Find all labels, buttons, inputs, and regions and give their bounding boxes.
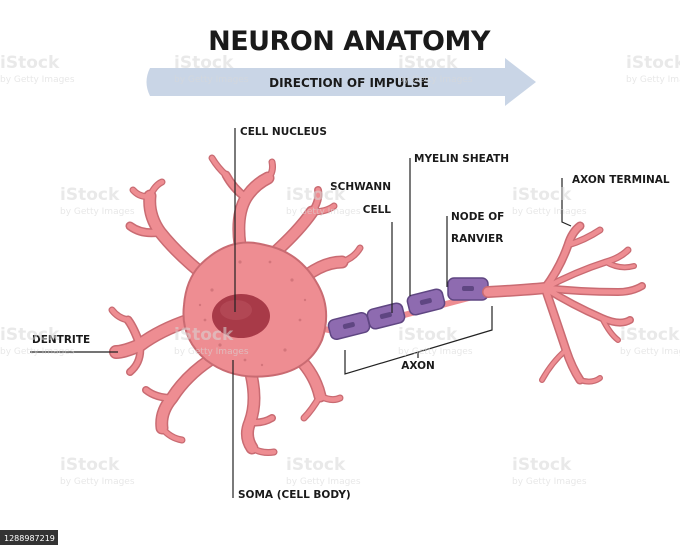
schwann-cell-1 xyxy=(327,311,371,341)
label-node-of-ranvier-line1: NODE OF xyxy=(451,211,504,223)
svg-text:iStock: iStock xyxy=(286,455,346,475)
watermark: iStock by Getty Images xyxy=(60,455,135,487)
svg-text:iStock: iStock xyxy=(620,325,680,345)
diagram-title: NEURON ANATOMY xyxy=(208,26,491,57)
watermark: iStock by Getty Images xyxy=(620,325,680,357)
label-axon-terminal: AXON TERMINAL xyxy=(572,174,670,186)
neuron-illustration xyxy=(108,154,646,456)
svg-text:iStock: iStock xyxy=(0,53,60,73)
svg-text:by Getty Images: by Getty Images xyxy=(512,477,587,487)
svg-text:iStock: iStock xyxy=(626,53,680,73)
svg-text:iStock: iStock xyxy=(512,185,572,205)
schwann-cell-4 xyxy=(447,277,489,301)
svg-text:iStock: iStock xyxy=(512,455,572,475)
svg-text:by Getty Images: by Getty Images xyxy=(398,347,473,357)
svg-text:iStock: iStock xyxy=(0,325,60,345)
label-schwann-cell-line2: CELL xyxy=(363,204,392,216)
footer-id-background xyxy=(0,530,58,545)
watermark: iStock by Getty Images xyxy=(0,325,75,357)
svg-text:by Getty Images: by Getty Images xyxy=(0,75,75,85)
label-axon: AXON xyxy=(401,360,435,372)
watermark: iStock by Getty Images xyxy=(174,53,249,85)
svg-text:by Getty Images: by Getty Images xyxy=(620,347,680,357)
impulse-arrow-label: DIRECTION OF IMPULSE xyxy=(269,76,429,90)
nucleus-highlight xyxy=(220,300,252,320)
diagram-labels: CELL NUCLEUS SCHWANN CELL MYELIN SHEATH … xyxy=(32,126,670,501)
watermark: iStock by Getty Images xyxy=(286,185,361,217)
label-node-of-ranvier-line2: RANVIER xyxy=(451,233,503,245)
axon-terminal-branches xyxy=(482,221,646,385)
leader-lines xyxy=(30,128,572,498)
svg-text:by Getty Images: by Getty Images xyxy=(286,207,361,217)
label-schwann-cell-line1: SCHWANN xyxy=(330,181,391,193)
watermark: iStock by Getty Images xyxy=(174,325,249,357)
watermark: iStock by Getty Images xyxy=(60,185,135,217)
label-dentrite: DENTRITE xyxy=(32,334,90,346)
svg-text:by Getty Images: by Getty Images xyxy=(174,75,249,85)
svg-text:by Getty Images: by Getty Images xyxy=(60,477,135,487)
svg-text:iStock: iStock xyxy=(286,185,346,205)
label-cell-nucleus: CELL NUCLEUS xyxy=(240,126,327,138)
label-myelin-sheath: MYELIN SHEATH xyxy=(414,153,509,165)
impulse-arrow-shape xyxy=(146,58,536,106)
svg-text:by Getty Images: by Getty Images xyxy=(398,75,473,85)
svg-text:by Getty Images: by Getty Images xyxy=(626,75,680,85)
svg-text:iStock: iStock xyxy=(398,325,458,345)
svg-text:iStock: iStock xyxy=(398,53,458,73)
watermark: iStock by Getty Images xyxy=(512,185,587,217)
myelin-sheath-segments xyxy=(327,277,489,341)
svg-text:iStock: iStock xyxy=(60,455,120,475)
svg-text:by Getty Images: by Getty Images xyxy=(512,207,587,217)
svg-text:by Getty Images: by Getty Images xyxy=(174,347,249,357)
watermark: iStock by Getty Images xyxy=(286,455,361,487)
schwann-cell-3 xyxy=(406,288,446,316)
svg-text:iStock: iStock xyxy=(174,325,234,345)
watermark: iStock by Getty Images xyxy=(398,53,473,85)
watermark: iStock by Getty Images xyxy=(398,325,473,357)
watermark: iStock by Getty Images xyxy=(512,455,587,487)
soma-speckles xyxy=(198,260,307,367)
schwann-cell-2 xyxy=(366,302,406,330)
watermark: iStock by Getty Images xyxy=(0,53,75,85)
svg-text:by Getty Images: by Getty Images xyxy=(286,477,361,487)
impulse-direction-arrow: DIRECTION OF IMPULSE xyxy=(146,58,536,106)
svg-text:iStock: iStock xyxy=(174,53,234,73)
axon-terminal-leader xyxy=(561,178,572,227)
svg-text:by Getty Images: by Getty Images xyxy=(0,347,75,357)
svg-text:by Getty Images: by Getty Images xyxy=(60,207,135,217)
label-soma: SOMA (CELL BODY) xyxy=(238,489,351,501)
watermark: iStock by Getty Images xyxy=(626,53,680,85)
footer-image-id: 1288987219 xyxy=(4,534,55,543)
watermarks: iStock by Getty Images iStock by Getty Ima… xyxy=(0,53,680,487)
svg-text:iStock: iStock xyxy=(60,185,120,205)
footer-id-bar: 1288987219 xyxy=(0,530,58,545)
